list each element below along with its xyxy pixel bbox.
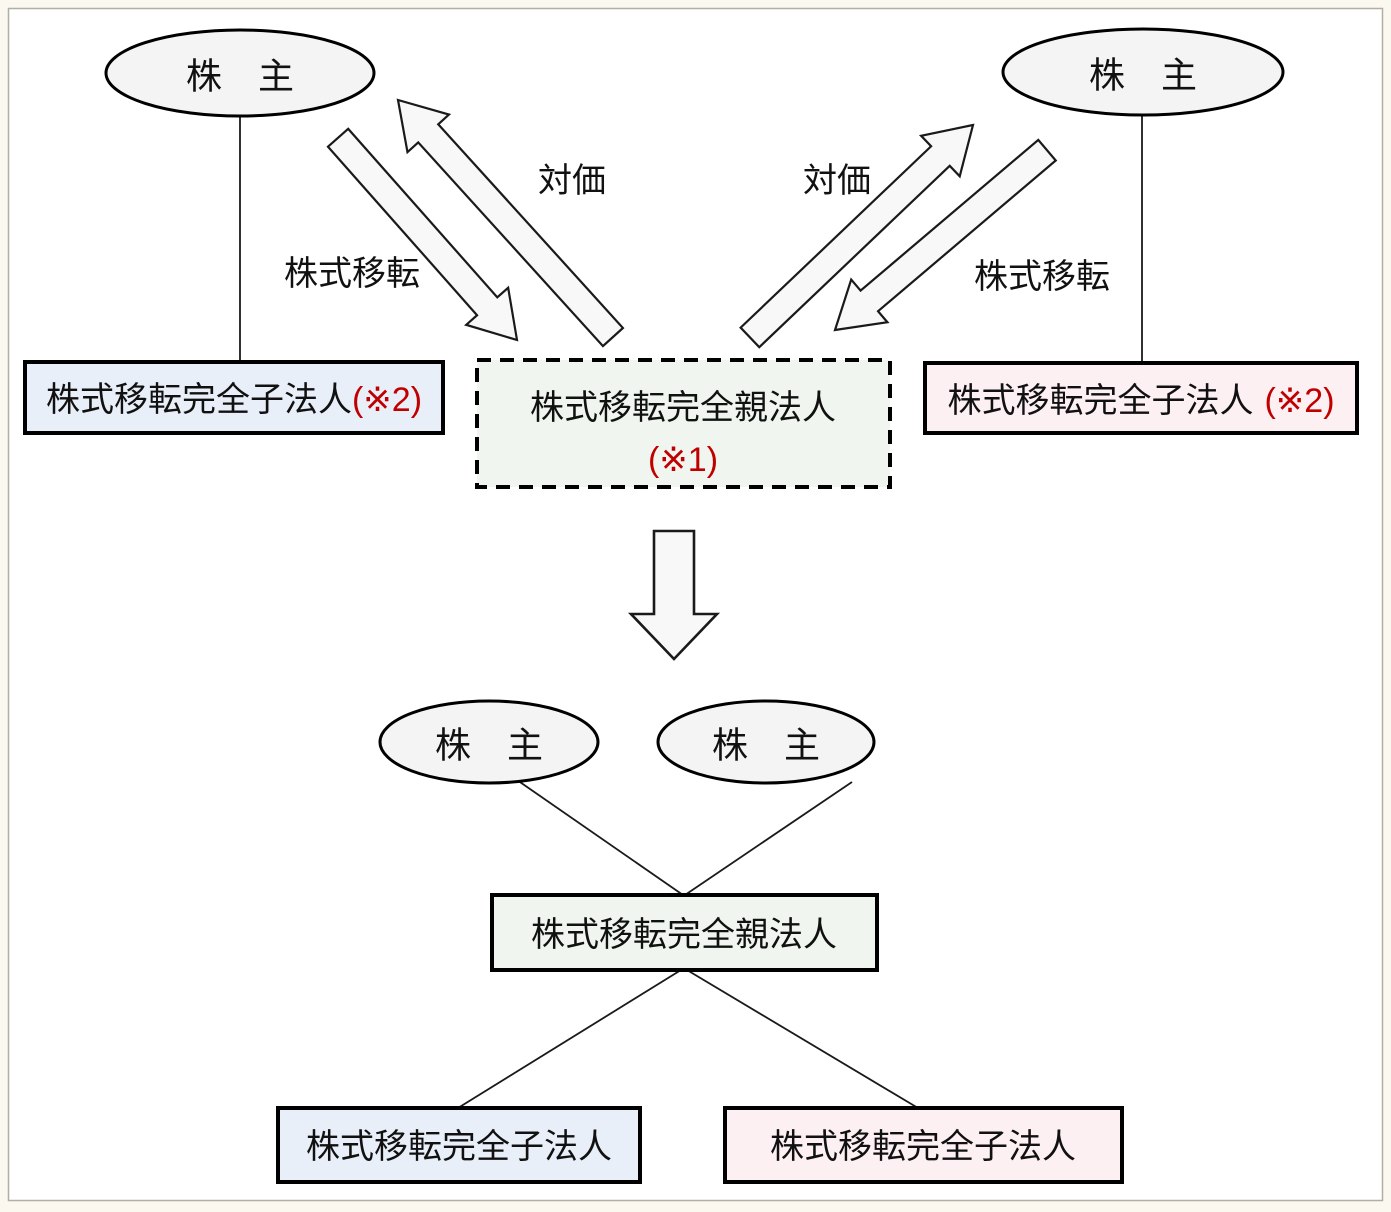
top-left-subsidiary-name: 株式移転完全子法人: [46, 381, 352, 419]
label-left-consideration: 対価: [538, 162, 606, 200]
top-parent-note: (※1): [648, 441, 718, 479]
arrow-left-share-transfer: [326, 127, 519, 342]
top-left-subsidiary-label: 株式移転完全子法人(※2): [46, 381, 422, 419]
connector-parent-to-bottomleft-subsidiary: [457, 969, 682, 1109]
bottom-left-subsidiary-label: 株式移転完全子法人: [306, 1128, 612, 1166]
bottom-right-shareholder-ellipse: [656, 699, 876, 785]
arrow-right-consideration: [739, 123, 975, 349]
connector-parent-to-bottomright-subsidiary: [686, 969, 919, 1109]
arrow-left-consideration: [396, 98, 625, 348]
bottom-right-shareholder-label: 株 主: [712, 725, 820, 766]
top-right-subsidiary-name: 株式移転完全子法人: [947, 382, 1253, 420]
bottom-right-subsidiary-label: 株式移転完全子法人: [770, 1128, 1076, 1166]
top-right-subsidiary-note: (※2): [1264, 382, 1334, 420]
top-right-subsidiary-label: 株式移転完全子法人 (※2): [947, 382, 1334, 420]
label-left-share-transfer: 株式移転: [284, 255, 420, 293]
bottom-right-subsidiary-box: [723, 1106, 1124, 1184]
transition-down-arrow: [627, 529, 721, 661]
connector-bottomleft-shareholder-to-parent: [516, 779, 684, 896]
bottom-parent-label: 株式移転完全親法人: [531, 916, 837, 954]
top-left-subsidiary-box: [23, 360, 445, 435]
top-parent-dashed-box: [475, 358, 892, 489]
top-right-shareholder-label: 株 主: [1089, 55, 1197, 96]
bottom-left-shareholder-ellipse: [378, 699, 600, 785]
bottom-left-subsidiary-box: [276, 1106, 642, 1184]
top-left-shareholder-ellipse: [104, 28, 376, 118]
arrow-right-share-transfer: [833, 138, 1058, 332]
label-right-consideration: 対価: [803, 162, 871, 200]
top-left-subsidiary-note: (※2): [352, 381, 422, 419]
label-right-share-transfer: 株式移転: [974, 258, 1110, 296]
top-right-shareholder-ellipse: [1001, 27, 1285, 117]
canvas-frame: [7, 7, 1384, 1202]
bottom-left-shareholder-label: 株 主: [435, 725, 543, 766]
top-left-shareholder-label: 株 主: [186, 56, 294, 97]
bottom-parent-box: [490, 893, 879, 972]
top-right-subsidiary-box: [923, 361, 1359, 435]
connector-bottomright-shareholder-to-parent: [684, 781, 853, 896]
top-parent-label: 株式移転完全親法人: [530, 389, 836, 427]
